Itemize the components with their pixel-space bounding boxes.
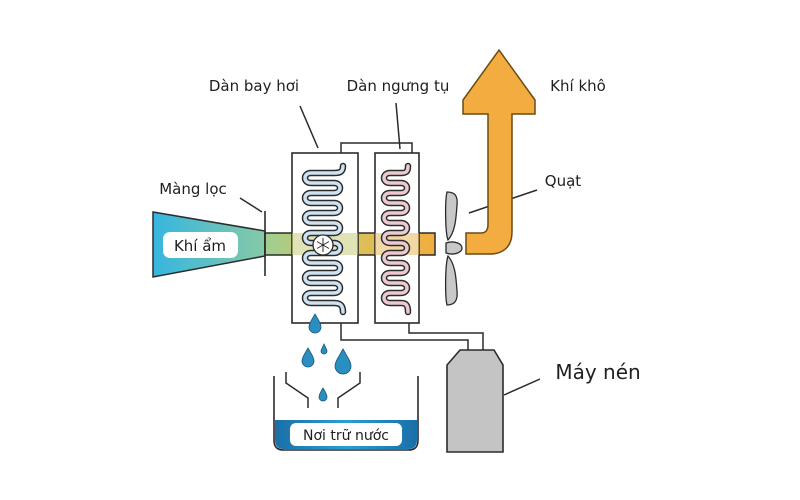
water-drop-icon (301, 347, 315, 368)
water-drop-icon (318, 387, 328, 402)
evaporator (291, 152, 359, 324)
water-droplets (301, 313, 352, 402)
humid-air-label: Khí ẩm (174, 237, 226, 255)
evaporator-label: Dàn bay hơi (209, 77, 299, 95)
compressor (446, 349, 504, 453)
compressor-label: Máy nén (555, 360, 640, 384)
water-drop-icon (334, 348, 352, 375)
condenser-coil (382, 164, 410, 314)
condenser-to-compressor-pipe (408, 323, 484, 350)
snowflake-icon (316, 238, 330, 252)
filter-label: Màng lọc (159, 180, 227, 198)
water-tank: Nơi trữ nước (273, 376, 419, 451)
humid-air-label-box (163, 232, 238, 258)
condenser-leader-line (395, 102, 401, 150)
fan-hub (445, 241, 463, 255)
humid-air-inlet: Khí ẩm (152, 211, 266, 278)
fan-blade-bottom (444, 254, 458, 306)
evaporator-to-compressor-pipe (340, 323, 469, 350)
fan (444, 191, 463, 306)
water-tank-label: Nơi trữ nước (303, 428, 389, 444)
evaporator-coil (303, 164, 345, 314)
top-refrigerant-pipe (340, 142, 413, 153)
condenser (374, 152, 420, 324)
fan-label: Quạt (545, 172, 582, 190)
fan-blade-top (444, 191, 458, 242)
drain-funnel-left (285, 372, 309, 408)
water-drop-icon (320, 343, 328, 355)
filter-leader-line (239, 197, 263, 213)
condenser-label: Dàn ngưng tụ (347, 77, 450, 95)
water-tank-label-box (290, 423, 402, 446)
dry-air-arrow (462, 48, 536, 255)
dry-air-label: Khí khô (550, 77, 606, 95)
water-drop-icon (308, 313, 322, 334)
water-tank-wall (273, 376, 419, 451)
evaporator-leader-line (299, 105, 319, 149)
drain-funnel-right (337, 372, 361, 408)
compressor-leader-line (503, 378, 541, 396)
